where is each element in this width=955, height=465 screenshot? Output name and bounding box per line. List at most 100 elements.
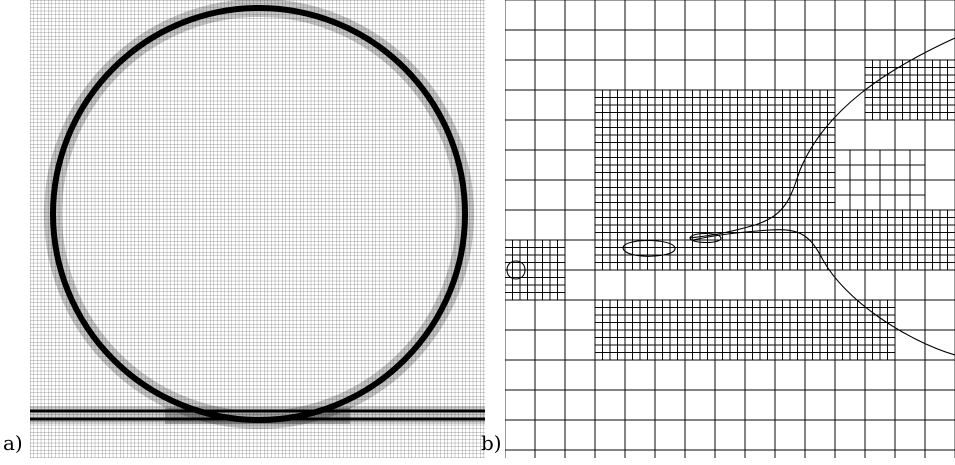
mesh-cell [745, 195, 753, 203]
mesh-cell [910, 150, 925, 165]
mesh-cell [625, 330, 633, 338]
mesh-cell [670, 143, 678, 151]
mesh-cell [700, 195, 708, 203]
mesh-cell [618, 173, 626, 181]
mesh-cell [783, 128, 791, 136]
mesh-cell [790, 113, 798, 121]
mesh-cell [813, 128, 821, 136]
mesh-cell [693, 248, 701, 256]
mesh-cell [700, 143, 708, 151]
mesh-cell [768, 135, 776, 143]
mesh-cell [678, 150, 686, 158]
mesh-cell [760, 308, 768, 316]
mesh-cell [828, 188, 836, 196]
mesh-cell [805, 360, 835, 390]
mesh-cell [640, 90, 648, 98]
mesh-cell [768, 158, 776, 166]
mesh-cell [813, 338, 821, 346]
mesh-cell [693, 158, 701, 166]
mesh-cell [790, 143, 798, 151]
mesh-cell [888, 83, 896, 91]
mesh-cell [918, 248, 926, 256]
mesh-cell [648, 173, 656, 181]
mesh-cell [640, 353, 648, 361]
mesh-cell [813, 195, 821, 203]
mesh-cell [813, 105, 821, 113]
mesh-cell [798, 195, 806, 203]
mesh-cell [753, 188, 761, 196]
mesh-cell [745, 105, 753, 113]
mesh-cell [633, 203, 641, 211]
mesh-cell [708, 263, 716, 271]
mesh-cell [640, 135, 648, 143]
mesh-cell [790, 98, 798, 106]
mesh-cell [715, 188, 723, 196]
mesh-cell [760, 105, 768, 113]
mesh-cell [790, 105, 798, 113]
mesh-cell [828, 240, 836, 248]
mesh-cell [708, 98, 716, 106]
mesh-cell [880, 248, 888, 256]
mesh-cell [895, 360, 925, 390]
mesh-cell [843, 323, 851, 331]
mesh-cell [813, 90, 821, 98]
mesh-cell [910, 255, 918, 263]
mesh-cell [843, 210, 851, 218]
mesh-cell [820, 150, 828, 158]
mesh-cell [625, 338, 633, 346]
mesh-cell [618, 128, 626, 136]
mesh-cell [813, 173, 821, 181]
mesh-cell [828, 308, 836, 316]
mesh-cell [685, 135, 693, 143]
mesh-cell [723, 113, 731, 121]
mesh-cell [655, 90, 663, 98]
mesh-cell [723, 90, 731, 98]
mesh-cell [835, 233, 843, 241]
mesh-cell [708, 345, 716, 353]
mesh-cell [685, 173, 693, 181]
mesh-cell [723, 255, 731, 263]
mesh-cell [745, 353, 753, 361]
mesh-cell [880, 83, 888, 91]
mesh-cell [610, 315, 618, 323]
mesh-cell [655, 60, 685, 90]
mesh-cell [700, 338, 708, 346]
mesh-cell [820, 135, 828, 143]
mesh-cell [663, 345, 671, 353]
mesh-cell [828, 143, 836, 151]
mesh-cell [648, 98, 656, 106]
mesh-cell [813, 203, 821, 211]
mesh-cell [685, 98, 693, 106]
mesh-cell [730, 143, 738, 151]
mesh-cell [768, 240, 776, 248]
mesh-cell [685, 240, 693, 248]
mesh-cell [670, 105, 678, 113]
mesh-cell [535, 270, 543, 278]
mesh-cell [655, 450, 685, 458]
mesh-cell [693, 203, 701, 211]
mesh-cell [700, 203, 708, 211]
mesh-cell [753, 338, 761, 346]
mesh-cell [535, 0, 565, 30]
mesh-cell [745, 308, 753, 316]
mesh-cell [873, 90, 881, 98]
mesh-cell [505, 450, 535, 458]
mesh-cell [925, 113, 933, 121]
mesh-cell [543, 278, 551, 286]
mesh-cell [783, 158, 791, 166]
mesh-cell [528, 255, 536, 263]
mesh-cell [805, 195, 813, 203]
mesh-cell [783, 308, 791, 316]
mesh-cell [880, 263, 888, 271]
mesh-cell [768, 143, 776, 151]
mesh-cell [685, 218, 693, 226]
mesh-cell [835, 30, 865, 60]
mesh-cell [918, 225, 926, 233]
mesh-cell [903, 255, 911, 263]
mesh-cell [813, 263, 821, 271]
mesh-cell [610, 195, 618, 203]
mesh-cell [925, 360, 955, 390]
mesh-cell [820, 233, 828, 241]
mesh-cell [880, 225, 888, 233]
mesh-cell [655, 338, 663, 346]
